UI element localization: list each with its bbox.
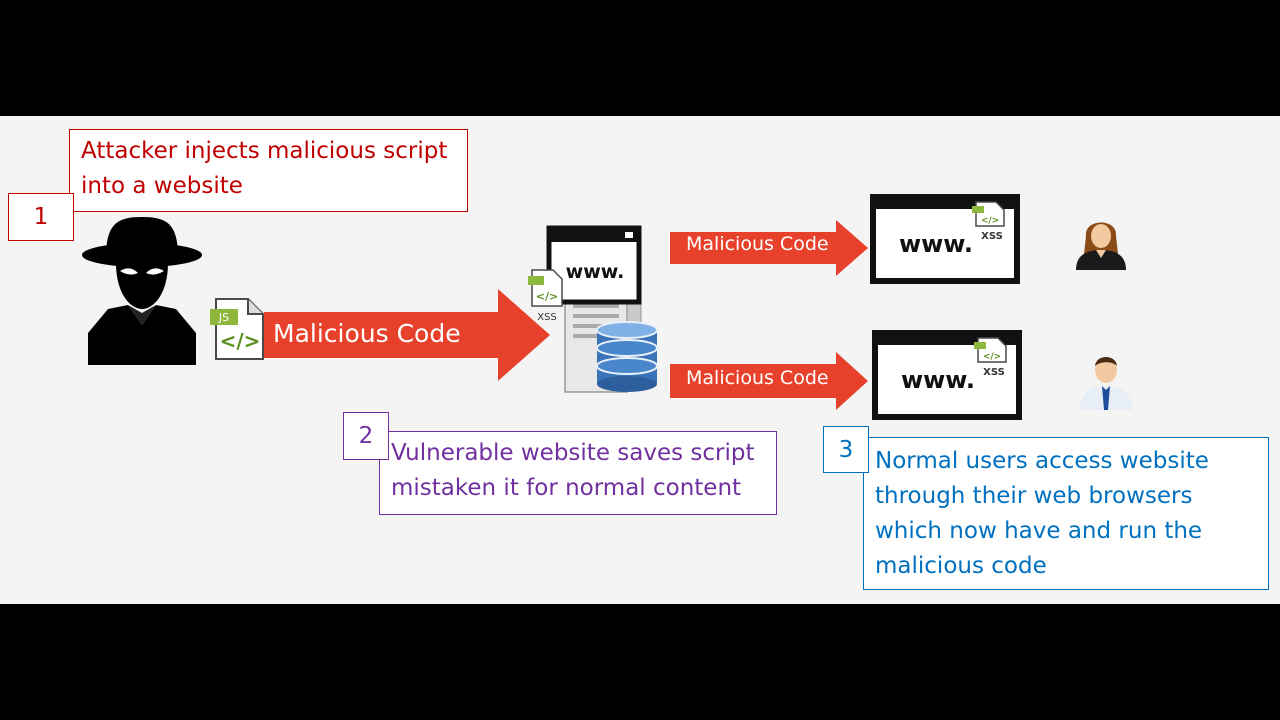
main-arrow-label: Malicious Code bbox=[273, 319, 461, 348]
upper-arrow bbox=[670, 220, 868, 276]
female-user-icon bbox=[1076, 222, 1126, 270]
step3-callout: Normal users access website through thei… bbox=[863, 437, 1269, 590]
browser-window-icon-lower: www. </> XSS bbox=[872, 330, 1022, 420]
upper-www-text: www. bbox=[899, 230, 973, 258]
lower-arrow-label: Malicious Code bbox=[686, 367, 829, 389]
lower-xss-label: XSS bbox=[983, 367, 1005, 378]
upper-code-glyph: </> bbox=[981, 216, 999, 226]
step3-line4: malicious code bbox=[875, 553, 1047, 579]
hacker-icon bbox=[82, 217, 202, 365]
database-icon bbox=[596, 321, 658, 392]
lower-code-glyph: </> bbox=[983, 352, 1001, 362]
lower-www-text: www. bbox=[901, 366, 975, 394]
step2-line2: mistaken it for normal content bbox=[391, 475, 742, 501]
server-code-glyph: </> bbox=[536, 290, 558, 303]
diagram-canvas: Attacker injects malicious script into a… bbox=[0, 116, 1280, 604]
code-glyph: </> bbox=[220, 329, 261, 353]
step3-line2: through their web browsers bbox=[875, 483, 1193, 509]
step3-line3: which now have and run the bbox=[875, 518, 1203, 544]
js-file-icon: JS </> bbox=[210, 298, 264, 360]
server-www-text: www. bbox=[566, 261, 625, 283]
browser-window-icon-upper: www. </> XSS bbox=[870, 194, 1020, 284]
step1-line2: into a website bbox=[81, 173, 243, 199]
lower-arrow bbox=[670, 352, 868, 410]
step1-line1: Attacker injects malicious script bbox=[81, 138, 448, 164]
male-user-icon bbox=[1080, 357, 1132, 410]
server-icon: www. bbox=[546, 225, 642, 393]
step1-number: 1 bbox=[8, 193, 74, 241]
server-xss-label: XSS bbox=[537, 312, 557, 323]
step2-number: 2 bbox=[343, 412, 389, 460]
step3-line1: Normal users access website bbox=[875, 448, 1209, 474]
upper-arrow-label: Malicious Code bbox=[686, 233, 829, 255]
step1-callout: Attacker injects malicious script into a… bbox=[69, 129, 468, 212]
main-arrow bbox=[264, 289, 550, 381]
step2-line1: Vulnerable website saves script bbox=[391, 440, 755, 466]
step3-number: 3 bbox=[823, 426, 869, 473]
step2-callout: Vulnerable website saves script mistaken… bbox=[379, 431, 777, 515]
server-js-file-icon: </> XSS bbox=[528, 269, 563, 323]
upper-xss-label: XSS bbox=[981, 231, 1003, 242]
js-badge-text: JS bbox=[218, 311, 229, 324]
